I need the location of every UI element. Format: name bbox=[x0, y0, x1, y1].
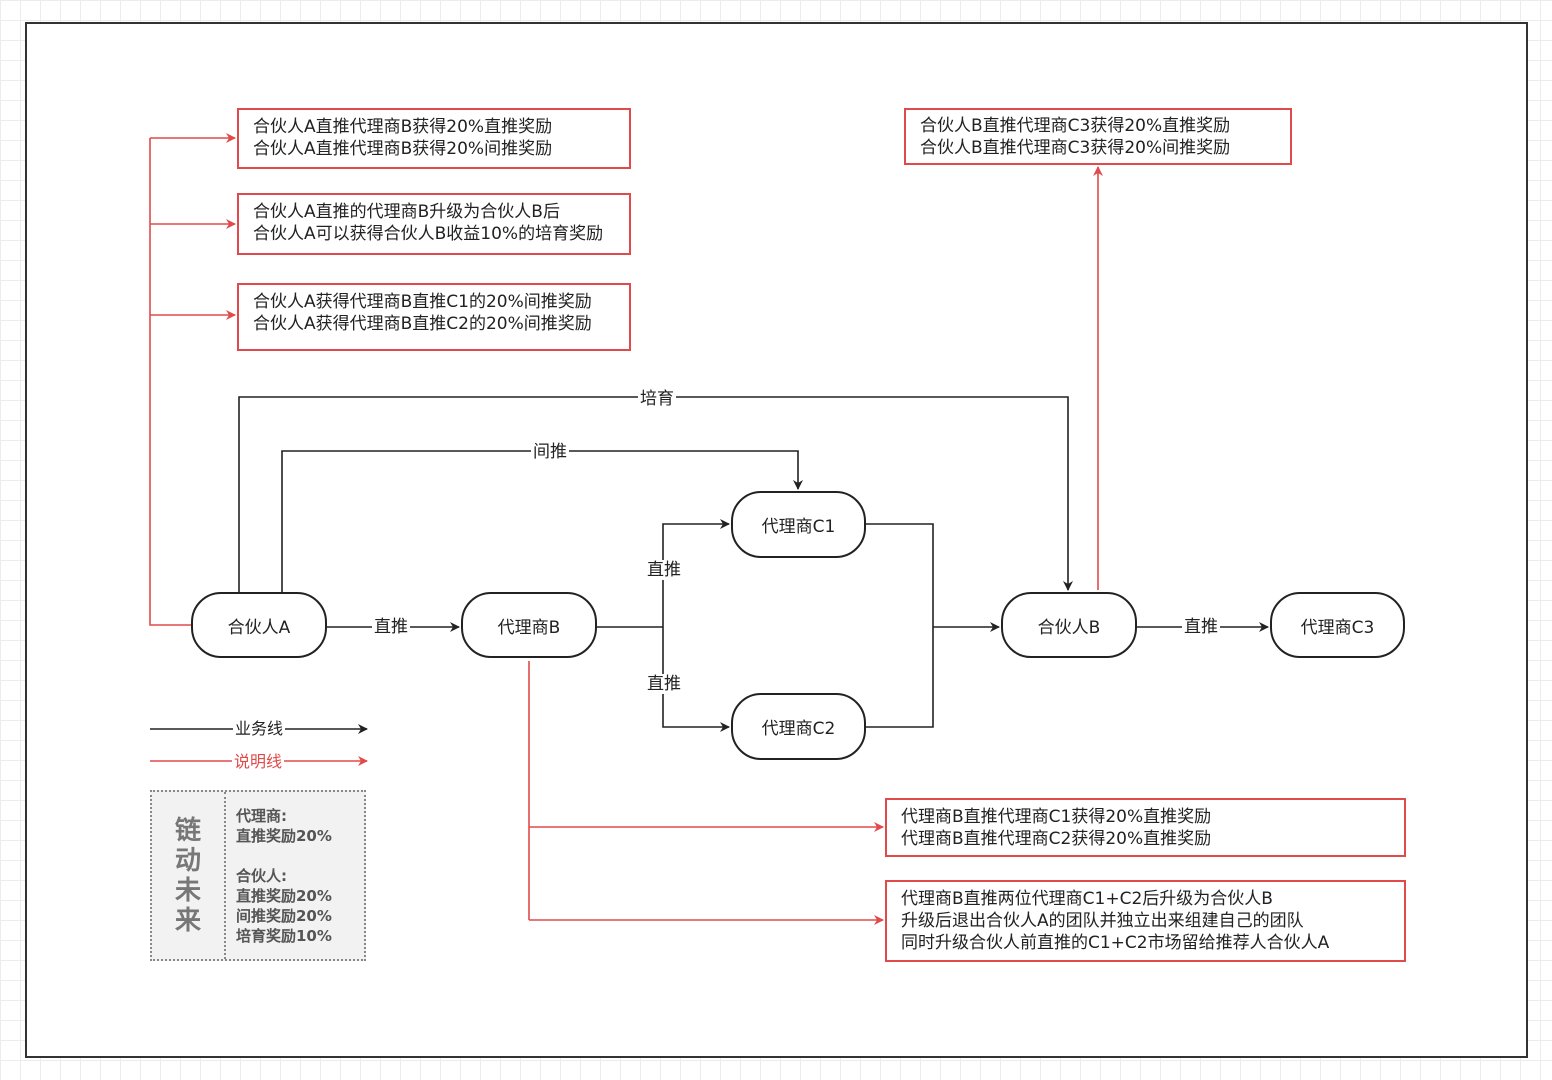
note-line: 合伙人A可以获得合伙人B收益10%的培育奖励 bbox=[253, 224, 604, 244]
node-agent-b[interactable]: 代理商B bbox=[461, 592, 597, 658]
note-line: 合伙人A直推代理商B获得20%间推奖励 bbox=[253, 139, 553, 159]
brand-text: 链动未来 bbox=[174, 815, 201, 936]
node-partner-b[interactable]: 合伙人B bbox=[1001, 592, 1137, 658]
note-a-indirect-reward: 合伙人A获得代理商B直推C1的20%间推奖励 合伙人A获得代理商B直推C2的20… bbox=[237, 283, 631, 351]
reward-info-box: 链动未来 代理商: 直推奖励20% 合伙人: 直推奖励20% 间推奖励20% 培… bbox=[150, 790, 366, 961]
note-line: 合伙人B直推代理商C3获得20%间推奖励 bbox=[920, 138, 1231, 158]
partner-title: 合伙人: bbox=[236, 867, 287, 885]
note-line: 合伙人A获得代理商B直推C1的20%间推奖励 bbox=[253, 292, 592, 312]
agent-title: 代理商: bbox=[236, 807, 287, 825]
brand-title: 链动未来 bbox=[152, 792, 226, 959]
agent-direct-reward: 直推奖励20% bbox=[236, 827, 332, 845]
edge-label-cultivate: 培育 bbox=[638, 389, 676, 409]
reward-info-text: 代理商: 直推奖励20% 合伙人: 直推奖励20% 间推奖励20% 培育奖励10… bbox=[236, 806, 332, 946]
legend-note-label: 说明线 bbox=[231, 752, 285, 772]
edge-label-indirect: 间推 bbox=[531, 442, 569, 462]
note-line: 代理商B直推代理商C1获得20%直推奖励 bbox=[901, 807, 1212, 827]
note-b-upgrade: 代理商B直推两位代理商C1+C2后升级为合伙人B 升级后退出合伙人A的团队并独立… bbox=[885, 880, 1406, 962]
note-a-direct-reward: 合伙人A直推代理商B获得20%直推奖励 合伙人A直推代理商B获得20%间推奖励 bbox=[237, 108, 631, 169]
partner-indirect-reward: 间推奖励20% bbox=[236, 907, 332, 925]
edge-b-to-c2 bbox=[662, 627, 730, 732]
note-pb-reward: 合伙人B直推代理商C3获得20%直推奖励 合伙人B直推代理商C3获得20%间推奖… bbox=[904, 108, 1292, 165]
partner-cultivate-reward: 培育奖励10% bbox=[236, 927, 332, 945]
node-partner-a[interactable]: 合伙人A bbox=[191, 592, 327, 658]
note-line: 合伙人A直推代理商B获得20%直推奖励 bbox=[253, 117, 553, 137]
note-line: 同时升级合伙人前直推的C1+C2市场留给推荐人合伙人A bbox=[901, 933, 1330, 953]
edge-label-a-to-b: 直推 bbox=[372, 617, 410, 637]
note-b-direct-reward: 代理商B直推代理商C1获得20%直推奖励 代理商B直推代理商C2获得20%直推奖… bbox=[885, 798, 1406, 857]
note-line: 代理商B直推代理商C2获得20%直推奖励 bbox=[901, 829, 1212, 849]
note-a-cultivate-reward: 合伙人A直推的代理商B升级为合伙人B后 合伙人A可以获得合伙人B收益10%的培育… bbox=[237, 193, 631, 255]
edge-indirect bbox=[281, 450, 803, 592]
node-agent-c2[interactable]: 代理商C2 bbox=[731, 693, 866, 760]
note-line: 合伙人A获得代理商B直推C2的20%间推奖励 bbox=[253, 314, 592, 334]
note-line: 合伙人B直推代理商C3获得20%直推奖励 bbox=[920, 116, 1231, 136]
node-agent-c1[interactable]: 代理商C1 bbox=[731, 491, 866, 558]
node-agent-c3[interactable]: 代理商C3 bbox=[1270, 592, 1405, 658]
partner-direct-reward: 直推奖励20% bbox=[236, 887, 332, 905]
note-line: 合伙人A直推的代理商B升级为合伙人B后 bbox=[253, 202, 560, 222]
edge-c2-merge bbox=[866, 627, 934, 728]
legend-business-label: 业务线 bbox=[232, 719, 286, 739]
edge-label-b-to-c2: 直推 bbox=[645, 674, 683, 694]
edge-label-pb-to-c3: 直推 bbox=[1182, 617, 1220, 637]
edge-label-b-to-c1: 直推 bbox=[645, 560, 683, 580]
edge-b-to-c1 bbox=[662, 519, 730, 627]
note-line-a-trunk bbox=[149, 138, 191, 626]
note-line: 升级后退出合伙人A的团队并独立出来组建自己的团队 bbox=[901, 911, 1304, 931]
note-line: 代理商B直推两位代理商C1+C2后升级为合伙人B bbox=[901, 889, 1273, 909]
edge-c1-merge bbox=[866, 523, 934, 627]
info-spacer bbox=[236, 846, 332, 866]
